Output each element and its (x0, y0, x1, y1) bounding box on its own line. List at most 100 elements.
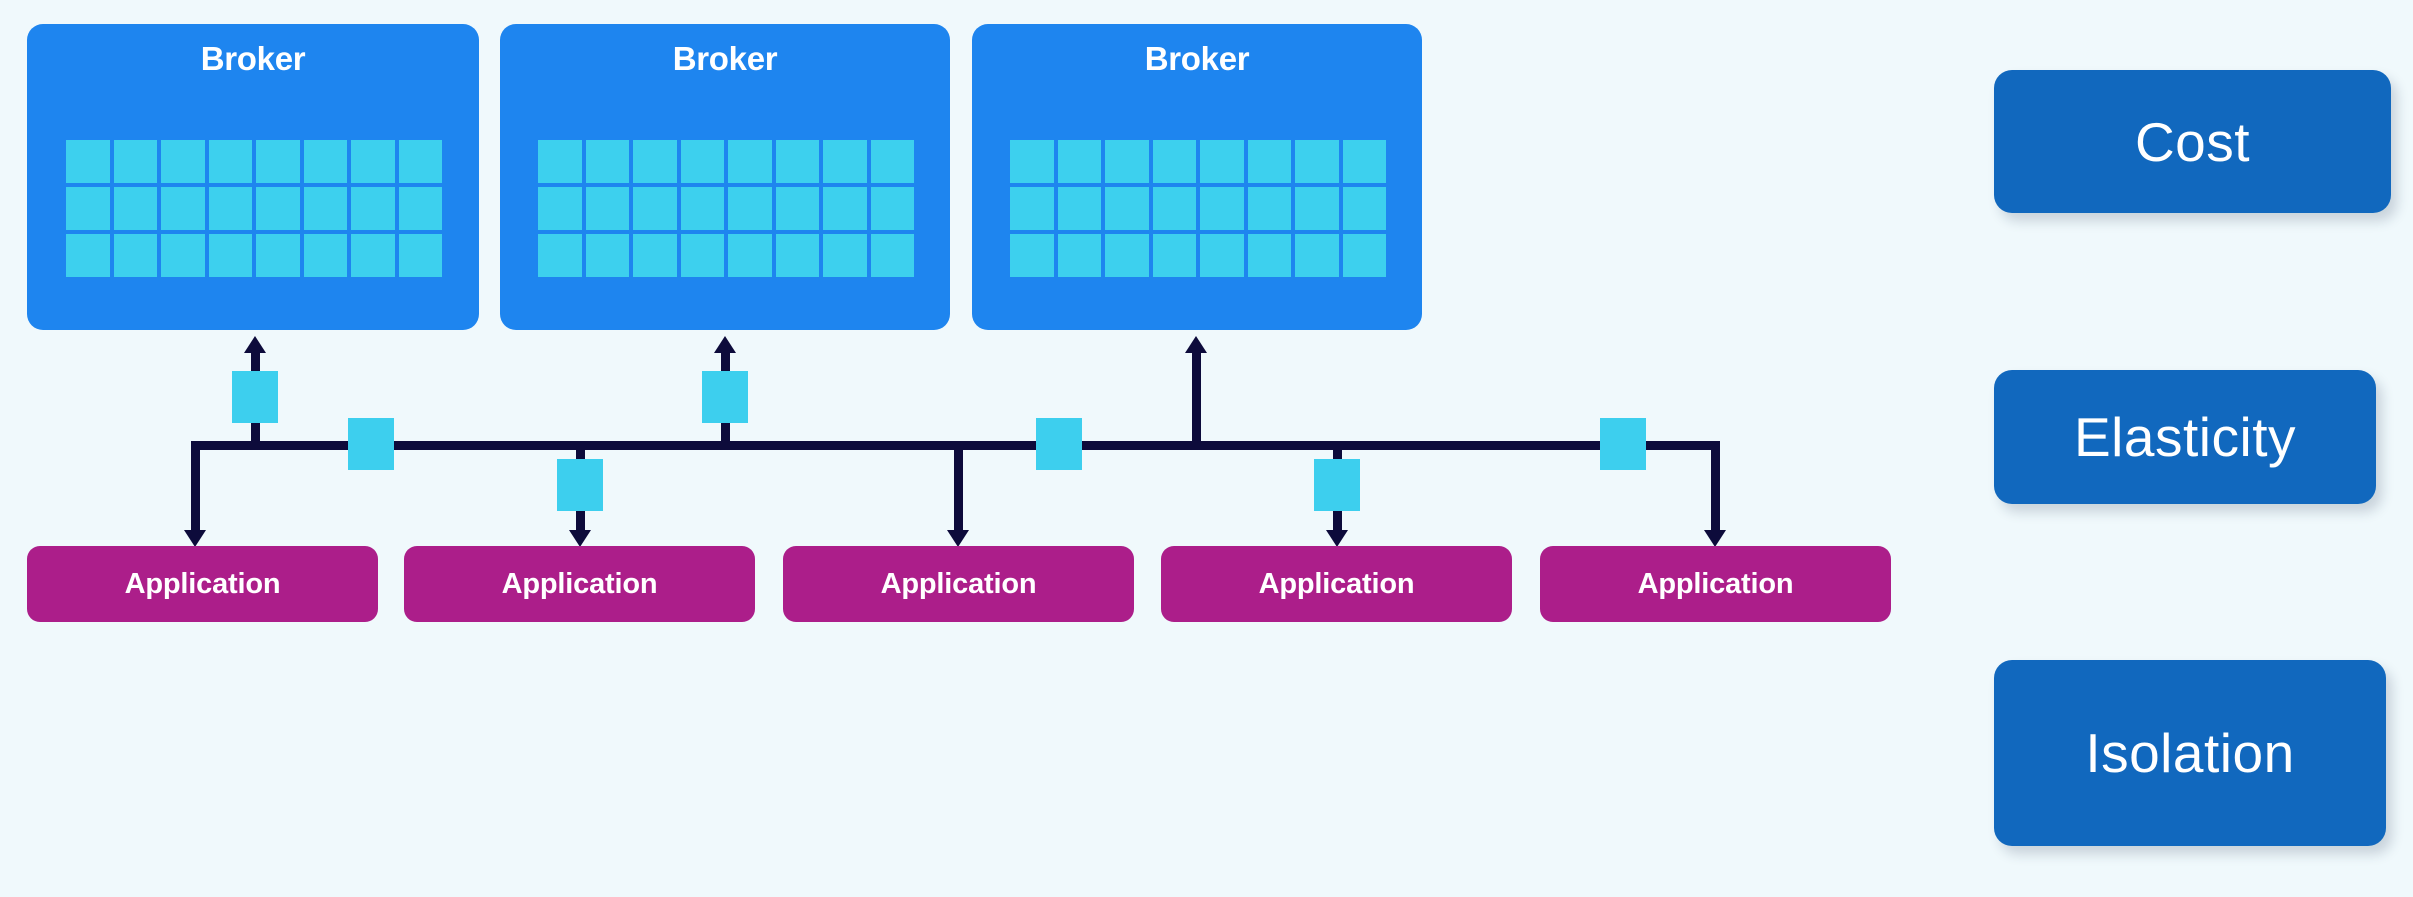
attribute-card-elasticity[interactable]: Elasticity (1994, 370, 2376, 504)
broker-partition-cell (1057, 140, 1101, 183)
broker-partition-cell (1200, 187, 1244, 230)
application-downlink-arrow (184, 530, 206, 547)
application-label: Application (501, 567, 658, 600)
application-box[interactable]: Application (1161, 546, 1512, 622)
broker-partition-cell (775, 234, 819, 277)
broker-partition-cell (728, 140, 772, 183)
application-downlink-arrow (569, 530, 591, 547)
broker-partition-cell (633, 140, 677, 183)
broker-partition-cell (633, 234, 677, 277)
application-label: Application (1637, 567, 1794, 600)
broker-title: Broker (200, 40, 306, 77)
broker-title: Broker (672, 40, 778, 77)
attribute-card-label: Elasticity (2074, 406, 2296, 468)
broker-partition-cell (633, 187, 677, 230)
broker-partition-cell (303, 140, 347, 183)
broker-partition-cell (728, 234, 772, 277)
broker-partition-cell (303, 187, 347, 230)
connector-square[interactable] (1600, 418, 1646, 470)
broker-partition-cell (1105, 187, 1149, 230)
broker-partition-cell (1342, 140, 1386, 183)
broker-partition-cell (1295, 234, 1339, 277)
broker-partition-cell (1200, 140, 1244, 183)
broker-partition-cell (113, 187, 157, 230)
broker-partition-cell (1057, 187, 1101, 230)
broker-partition-cell (823, 140, 867, 183)
broker-partition-cell (351, 140, 395, 183)
broker-partition-cell (1152, 140, 1196, 183)
broker-partition-cell (823, 234, 867, 277)
broker-partition-cell (161, 187, 205, 230)
broker-partition-cell (1295, 187, 1339, 230)
broker-partition-cell (303, 234, 347, 277)
broker-partition-cell (1200, 234, 1244, 277)
broker-partition-cell (113, 234, 157, 277)
broker-partition-cell (66, 187, 110, 230)
application-box[interactable]: Application (27, 546, 378, 622)
broker-partition-cell (775, 187, 819, 230)
broker-partition-cell (870, 140, 914, 183)
broker-partition-cell (585, 140, 629, 183)
broker-partition-cell (585, 234, 629, 277)
broker-partition-cell (161, 140, 205, 183)
broker-partition-cell (256, 140, 300, 183)
application-downlink-line (1711, 441, 1720, 530)
broker-partition-cell (1247, 187, 1291, 230)
connector-square[interactable] (1314, 459, 1360, 511)
application-box[interactable]: Application (1540, 546, 1891, 622)
broker-partition-cell (208, 234, 252, 277)
broker-partition-cell (1010, 140, 1054, 183)
broker-partition-cell (208, 140, 252, 183)
broker-partition-cell (538, 140, 582, 183)
broker-partition-cell (728, 187, 772, 230)
attribute-card-cost[interactable]: Cost (1994, 70, 2391, 213)
broker-partition-cell (680, 187, 724, 230)
application-label: Application (124, 567, 281, 600)
broker-partition-cell (870, 187, 914, 230)
broker-uplink-arrow (714, 336, 736, 353)
broker-uplink-arrow (1185, 336, 1207, 353)
broker-partition-cell (161, 234, 205, 277)
broker-partition-cell (538, 234, 582, 277)
broker-partition-cell (1342, 234, 1386, 277)
broker-partition-cell (1010, 187, 1054, 230)
broker-partition-cell (1105, 140, 1149, 183)
broker-uplink-arrow (244, 336, 266, 353)
broker-partition-cell (1295, 140, 1339, 183)
application-box[interactable]: Application (783, 546, 1134, 622)
broker-partition-cell (1247, 234, 1291, 277)
broker-partition-cell (585, 187, 629, 230)
broker-partition-cell (66, 140, 110, 183)
application-downlink-arrow (1704, 530, 1726, 547)
connector-square[interactable] (557, 459, 603, 511)
application-downlink-arrow (947, 530, 969, 547)
broker-partition-cell (113, 140, 157, 183)
broker-partition-cell (823, 187, 867, 230)
connector-square[interactable] (232, 371, 278, 423)
connector-square[interactable] (1036, 418, 1082, 470)
application-box[interactable]: Application (404, 546, 755, 622)
broker-partition-cell (351, 234, 395, 277)
broker-partition-cell (398, 187, 442, 230)
broker-partition-cell (1152, 187, 1196, 230)
attribute-card-isolation[interactable]: Isolation (1994, 660, 2386, 846)
broker-partition-cell (1105, 234, 1149, 277)
broker-partition-cell (256, 187, 300, 230)
broker-partition-grid (538, 140, 914, 277)
broker-partition-cell (351, 187, 395, 230)
connector-square[interactable] (702, 371, 748, 423)
broker-title: Broker (1144, 40, 1250, 77)
broker-partition-cell (870, 234, 914, 277)
broker-partition-cell (1342, 187, 1386, 230)
broker-partition-cell (680, 140, 724, 183)
broker-uplink-line (1192, 348, 1201, 441)
application-downlink-arrow (1326, 530, 1348, 547)
broker-partition-cell (1057, 234, 1101, 277)
broker-partition-grid (1010, 140, 1386, 277)
broker-partition-cell (538, 187, 582, 230)
broker-partition-cell (398, 140, 442, 183)
connector-square[interactable] (348, 418, 394, 470)
broker-partition-cell (775, 140, 819, 183)
broker-partition-grid (66, 140, 442, 277)
